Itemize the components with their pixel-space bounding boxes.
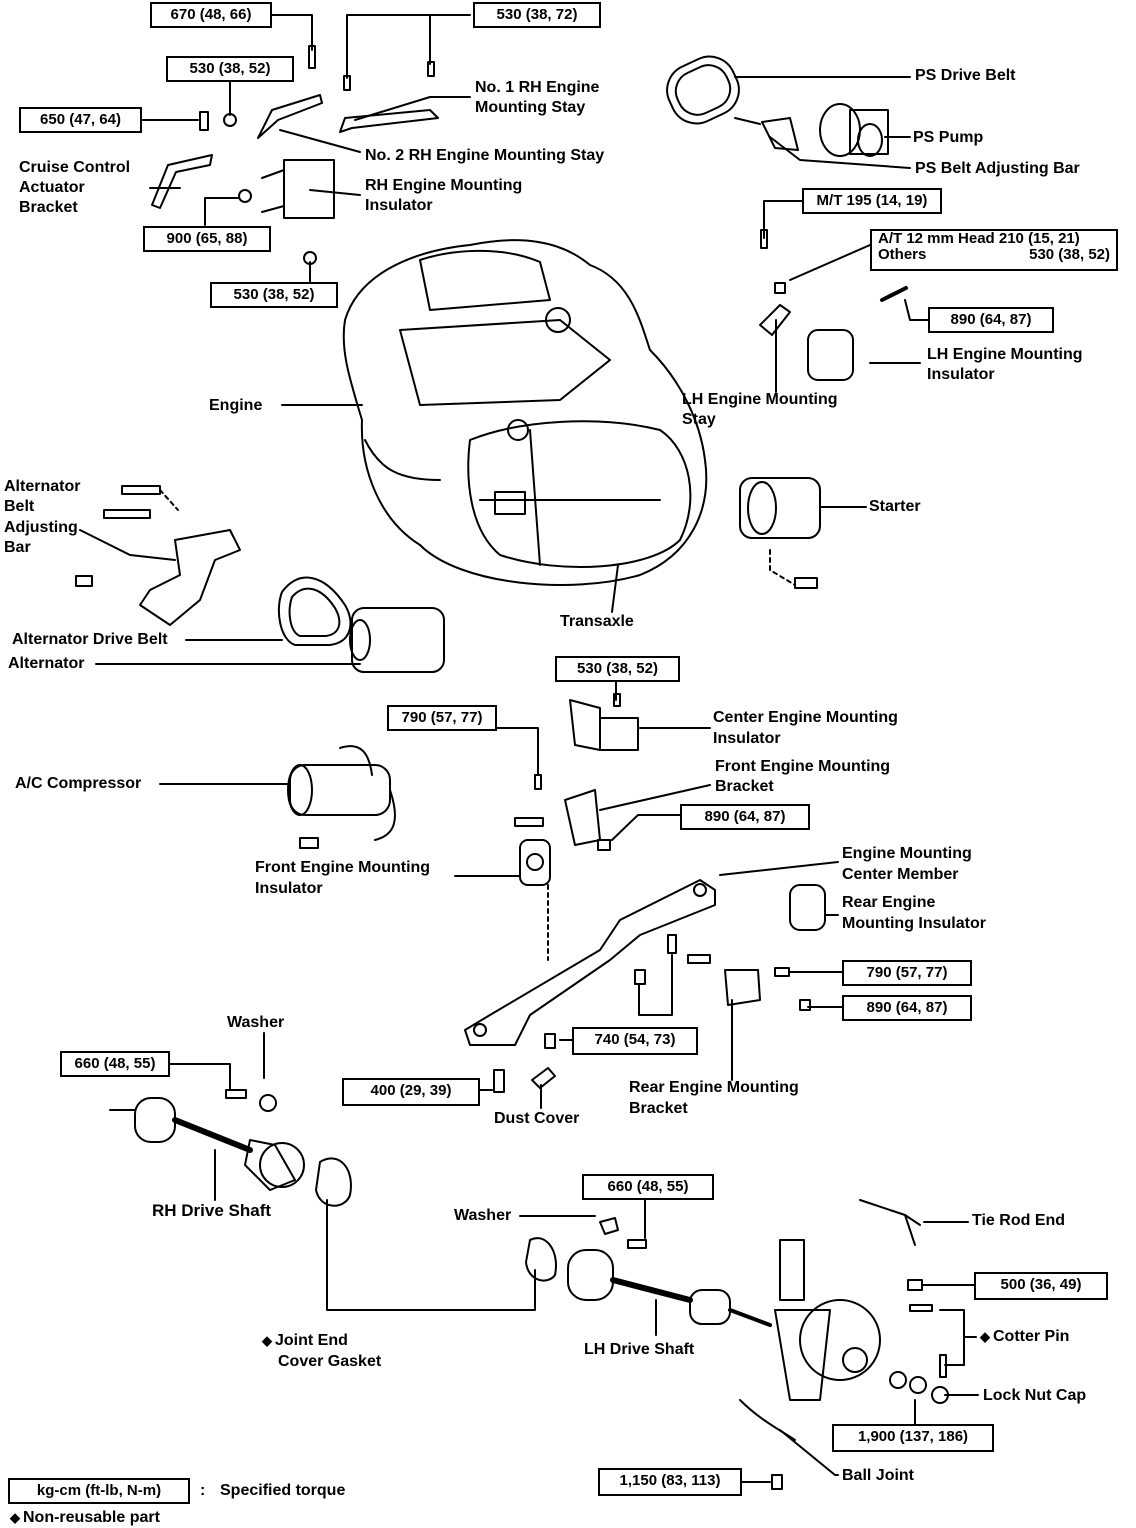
torque-box-900: 900 (65, 88)	[143, 226, 271, 252]
label-ball-joint: Ball Joint	[842, 1467, 915, 1484]
torque-box-740: 740 (54, 73)	[572, 1027, 698, 1055]
label-no1-rh-stay-2: Mounting Stay	[475, 99, 586, 116]
label-ps-belt-adj-bar: PS Belt Adjusting Bar	[915, 160, 1080, 177]
torque-box-at-12mm: A/T 12 mm Head 210 (15, 21) Others 530 (…	[870, 229, 1118, 271]
torque-box-890-c: 890 (64, 87)	[842, 995, 972, 1021]
torque-box-500: 500 (36, 49)	[974, 1272, 1108, 1300]
torque-box-400: 400 (29, 39)	[342, 1078, 480, 1106]
label-lh-drive-shaft: LH Drive Shaft	[584, 1341, 695, 1358]
legend-non-reusable-text: Non-reusable part	[23, 1509, 160, 1526]
label-dust-cover: Dust Cover	[494, 1110, 580, 1127]
label-rh-drive-shaft: RH Drive Shaft	[152, 1201, 272, 1220]
at-others-value: 530 (38, 52)	[1029, 246, 1110, 263]
label-rear-bracket-1: Rear Engine Mounting	[629, 1079, 799, 1096]
label-cruise-1: Cruise Control	[19, 159, 131, 176]
torque-box-650: 650 (47, 64)	[19, 107, 142, 133]
torque-box-890-b: 890 (64, 87)	[680, 804, 810, 830]
label-alt-drive-belt: Alternator Drive Belt	[12, 631, 168, 648]
label-rh-insulator-1: RH Engine Mounting	[365, 177, 523, 194]
torque-box-890-a: 890 (64, 87)	[928, 307, 1054, 333]
torque-box-530-72: 530 (38, 72)	[473, 2, 601, 28]
label-ac-compressor: A/C Compressor	[15, 775, 142, 792]
label-alt-bar-3: Adjusting	[4, 519, 78, 536]
non-reusable-diamond-icon: ◆	[262, 1333, 272, 1348]
joint-gasket-text: Joint End	[275, 1332, 348, 1349]
torque-box-1900: 1,900 (137, 186)	[832, 1424, 994, 1452]
non-reusable-diamond-icon: ◆	[10, 1510, 20, 1525]
label-front-insulator-2: Insulator	[255, 880, 323, 897]
label-rear-insulator-1: Rear Engine	[842, 894, 936, 911]
torque-box-660-a: 660 (48, 55)	[60, 1051, 170, 1077]
torque-box-1150: 1,150 (83, 113)	[598, 1468, 742, 1496]
label-alt-bar-2: Belt	[4, 498, 35, 515]
label-no1-rh-stay-1: No. 1 RH Engine	[475, 79, 600, 96]
torque-box-mt195: M/T 195 (14, 19)	[802, 188, 942, 214]
label-cruise-2: Actuator	[19, 179, 85, 196]
label-center-member-1: Engine Mounting	[842, 845, 972, 862]
label-lh-stay-2: Stay	[682, 411, 716, 428]
torque-box-790-a: 790 (57, 77)	[387, 705, 497, 731]
label-alt-bar-4: Bar	[4, 539, 31, 556]
torque-box-660-b: 660 (48, 55)	[582, 1174, 714, 1200]
label-rh-insulator-2: Insulator	[365, 197, 433, 214]
label-lock-nut-cap: Lock Nut Cap	[983, 1387, 1087, 1404]
torque-box-530-52-c: 530 (38, 52)	[555, 656, 680, 682]
label-starter: Starter	[869, 498, 921, 515]
at-others-label: Others	[878, 246, 927, 263]
label-front-insulator-1: Front Engine Mounting	[255, 859, 431, 876]
non-reusable-diamond-icon: ◆	[980, 1329, 990, 1344]
torque-box-790-b: 790 (57, 77)	[842, 960, 972, 986]
label-no2-rh-stay: No. 2 RH Engine Mounting Stay	[365, 147, 605, 164]
label-rear-bracket-2: Bracket	[629, 1100, 688, 1117]
at-line-2: Others 530 (38, 52)	[878, 247, 1116, 263]
label-washer-a: Washer	[227, 1014, 285, 1031]
torque-box-530-52-a: 530 (38, 52)	[166, 56, 294, 82]
label-lh-insulator-2: Insulator	[927, 366, 995, 383]
label-alt-bar-1: Alternator	[4, 478, 81, 495]
legend-non-reusable: ◆Non-reusable part	[10, 1508, 160, 1528]
label-front-bracket-1: Front Engine Mounting	[715, 758, 891, 775]
label-center-insulator-2: Insulator	[713, 730, 781, 747]
legend-specified-torque: Specified torque	[220, 1482, 346, 1499]
label-front-bracket-2: Bracket	[715, 778, 774, 795]
label-ps-drive-belt: PS Drive Belt	[915, 67, 1016, 84]
legend-unit-box: kg-cm (ft-lb, N-m)	[8, 1478, 190, 1504]
label-rear-insulator-2: Mounting Insulator	[842, 915, 986, 932]
legend-colon: :	[200, 1482, 206, 1499]
label-alternator: Alternator	[8, 655, 85, 672]
label-cotter-pin: ◆Cotter Pin	[980, 1327, 1069, 1347]
label-cruise-3: Bracket	[19, 199, 78, 216]
label-lh-stay-1: LH Engine Mounting	[682, 391, 838, 408]
label-center-member-2: Center Member	[842, 866, 959, 883]
label-joint-gasket-2: Cover Gasket	[278, 1353, 382, 1370]
cotter-pin-text: Cotter Pin	[993, 1328, 1070, 1345]
label-washer-b: Washer	[454, 1207, 512, 1224]
torque-box-530-52-b: 530 (38, 52)	[210, 282, 338, 308]
label-transaxle: Transaxle	[560, 613, 634, 630]
label-engine: Engine	[209, 397, 263, 414]
at-line-1: A/T 12 mm Head 210 (15, 21)	[878, 230, 1080, 247]
torque-box-670: 670 (48, 66)	[150, 2, 272, 28]
label-lh-insulator-1: LH Engine Mounting	[927, 346, 1083, 363]
label-tie-rod-end: Tie Rod End	[972, 1212, 1066, 1229]
label-ps-pump: PS Pump	[913, 129, 984, 146]
label-joint-gasket-1: ◆Joint End	[262, 1331, 348, 1351]
label-center-insulator-1: Center Engine Mounting	[713, 709, 898, 726]
